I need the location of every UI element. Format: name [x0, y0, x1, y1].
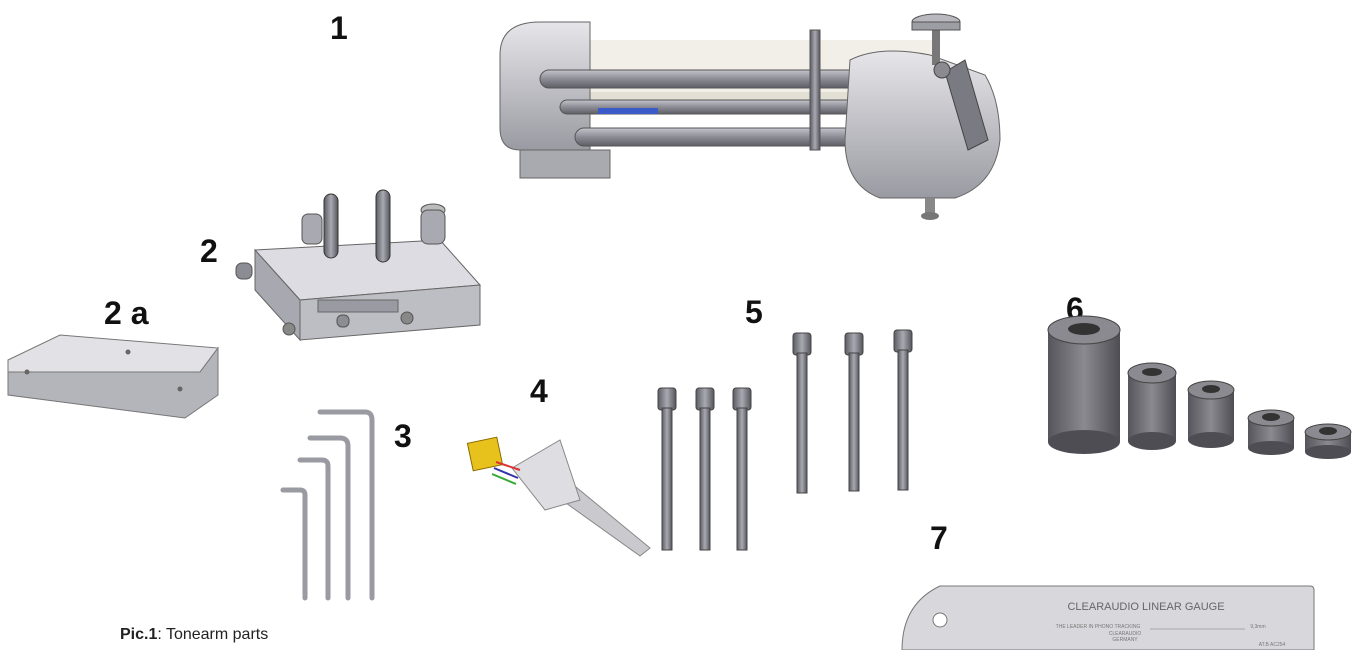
allen-keys-image	[280, 409, 375, 601]
headshell-image	[466, 436, 651, 557]
screws-image	[657, 329, 913, 551]
linear-gauge-image: CLEARAUDIO LINEAR GAUGE THE LEADER IN PH…	[901, 585, 1315, 650]
mounting-base-image	[235, 189, 482, 342]
label-part-2: 2	[200, 233, 218, 269]
tonearm-assembly-image	[499, 13, 1001, 220]
gauge-title: CLEARAUDIO LINEAR GAUGE	[1067, 601, 1224, 613]
gauge-brand: CLEARAUDIO	[1109, 631, 1142, 637]
label-part-7: 7	[930, 520, 948, 556]
label-part-3: 3	[394, 418, 412, 454]
gauge-code: AT.B AC254	[1259, 642, 1286, 648]
label-part-1: 1	[330, 10, 348, 46]
base-plate-image	[7, 334, 219, 419]
gauge-value: 9,3mm	[1250, 624, 1265, 630]
caption-text: : Tonearm parts	[157, 626, 269, 643]
label-part-5: 5	[745, 294, 763, 330]
label-part-2a: 2 a	[104, 295, 149, 331]
label-part-4: 4	[530, 373, 548, 409]
caption-prefix: Pic.1	[120, 626, 158, 643]
figure-caption: Pic.1: Tonearm parts	[120, 626, 268, 644]
gauge-tagline: THE LEADER IN PHONO TRACKING	[1056, 624, 1141, 630]
gauge-country: GERMANY	[1112, 637, 1138, 643]
spacers-image	[1047, 315, 1352, 459]
